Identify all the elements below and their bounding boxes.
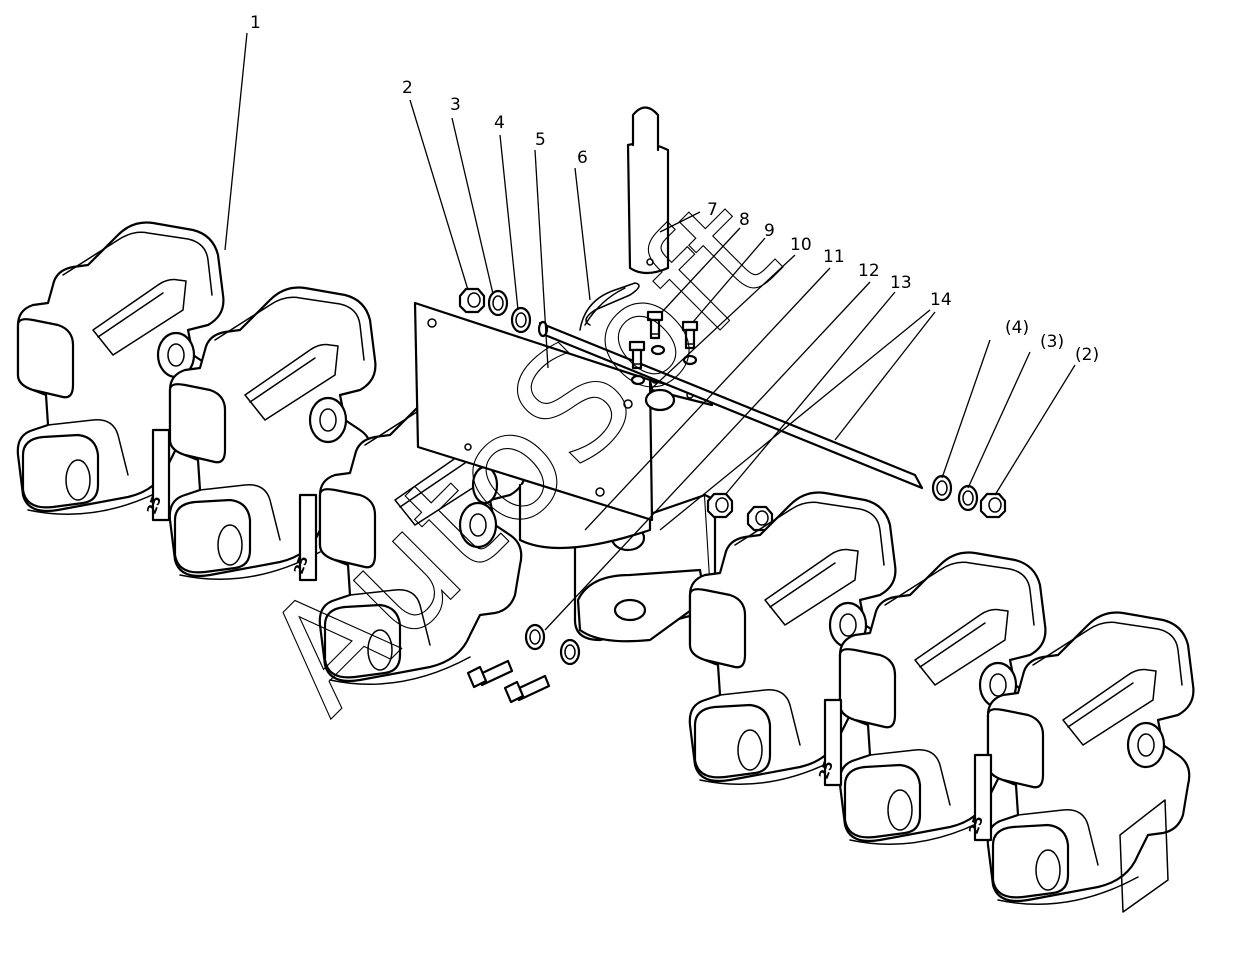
- callout-10: 10: [790, 235, 812, 255]
- svg-text:25: 25: [817, 759, 837, 781]
- callout-6: 6: [577, 148, 588, 168]
- callout-5: 5: [535, 130, 546, 150]
- callout-1: 1: [250, 13, 261, 33]
- washer-11a: [524, 623, 546, 651]
- callout-7: 7: [707, 200, 718, 220]
- callout-labels: 1 2 3 4 5 6 7 8 9 10 11 12 13 14 (4) (3)…: [250, 13, 1099, 365]
- weight-marking-right-2: 25: [817, 698, 843, 787]
- weight-marking-left-2: 25: [145, 428, 171, 522]
- callout-4-paren: (4): [1005, 318, 1029, 338]
- washer-11b: [559, 638, 581, 666]
- svg-text:25: 25: [292, 554, 312, 576]
- weight-marking-left-3: 25: [292, 493, 318, 582]
- mounting-plate: [413, 301, 714, 522]
- small-washer-b: [682, 354, 698, 366]
- callout-3-paren: (3): [1040, 332, 1064, 352]
- mounting-bracket: [471, 465, 717, 643]
- callout-12: 12: [858, 261, 880, 281]
- nut-2b: [979, 492, 1007, 519]
- washer-3: [487, 289, 509, 317]
- callout-4: 4: [494, 113, 505, 133]
- callout-13: 13: [890, 273, 912, 293]
- bolt-11b: [503, 674, 551, 704]
- nut-12: [706, 492, 734, 519]
- callout-14: 14: [930, 290, 952, 310]
- weight-marking-right-3: 25: [967, 753, 993, 842]
- callout-2: 2: [402, 78, 413, 98]
- svg-text:25: 25: [145, 494, 165, 516]
- nut-2: [458, 287, 486, 314]
- svg-text:25: 25: [967, 814, 987, 836]
- leader-lines: [224, 32, 1076, 631]
- callout-8: 8: [739, 210, 750, 230]
- locking-pin: [626, 106, 670, 275]
- washer-3b: [957, 484, 979, 512]
- nameplate-recess: [1119, 799, 1169, 913]
- bolt-11a: [466, 659, 514, 689]
- callout-3: 3: [450, 95, 461, 115]
- callout-11: 11: [823, 247, 845, 267]
- spring-clip: [579, 282, 640, 331]
- callout-2-paren: (2): [1075, 345, 1099, 365]
- washer-4b: [931, 474, 953, 502]
- small-washer-c: [630, 374, 646, 386]
- small-washer-a: [650, 344, 666, 356]
- callout-9: 9: [764, 221, 775, 241]
